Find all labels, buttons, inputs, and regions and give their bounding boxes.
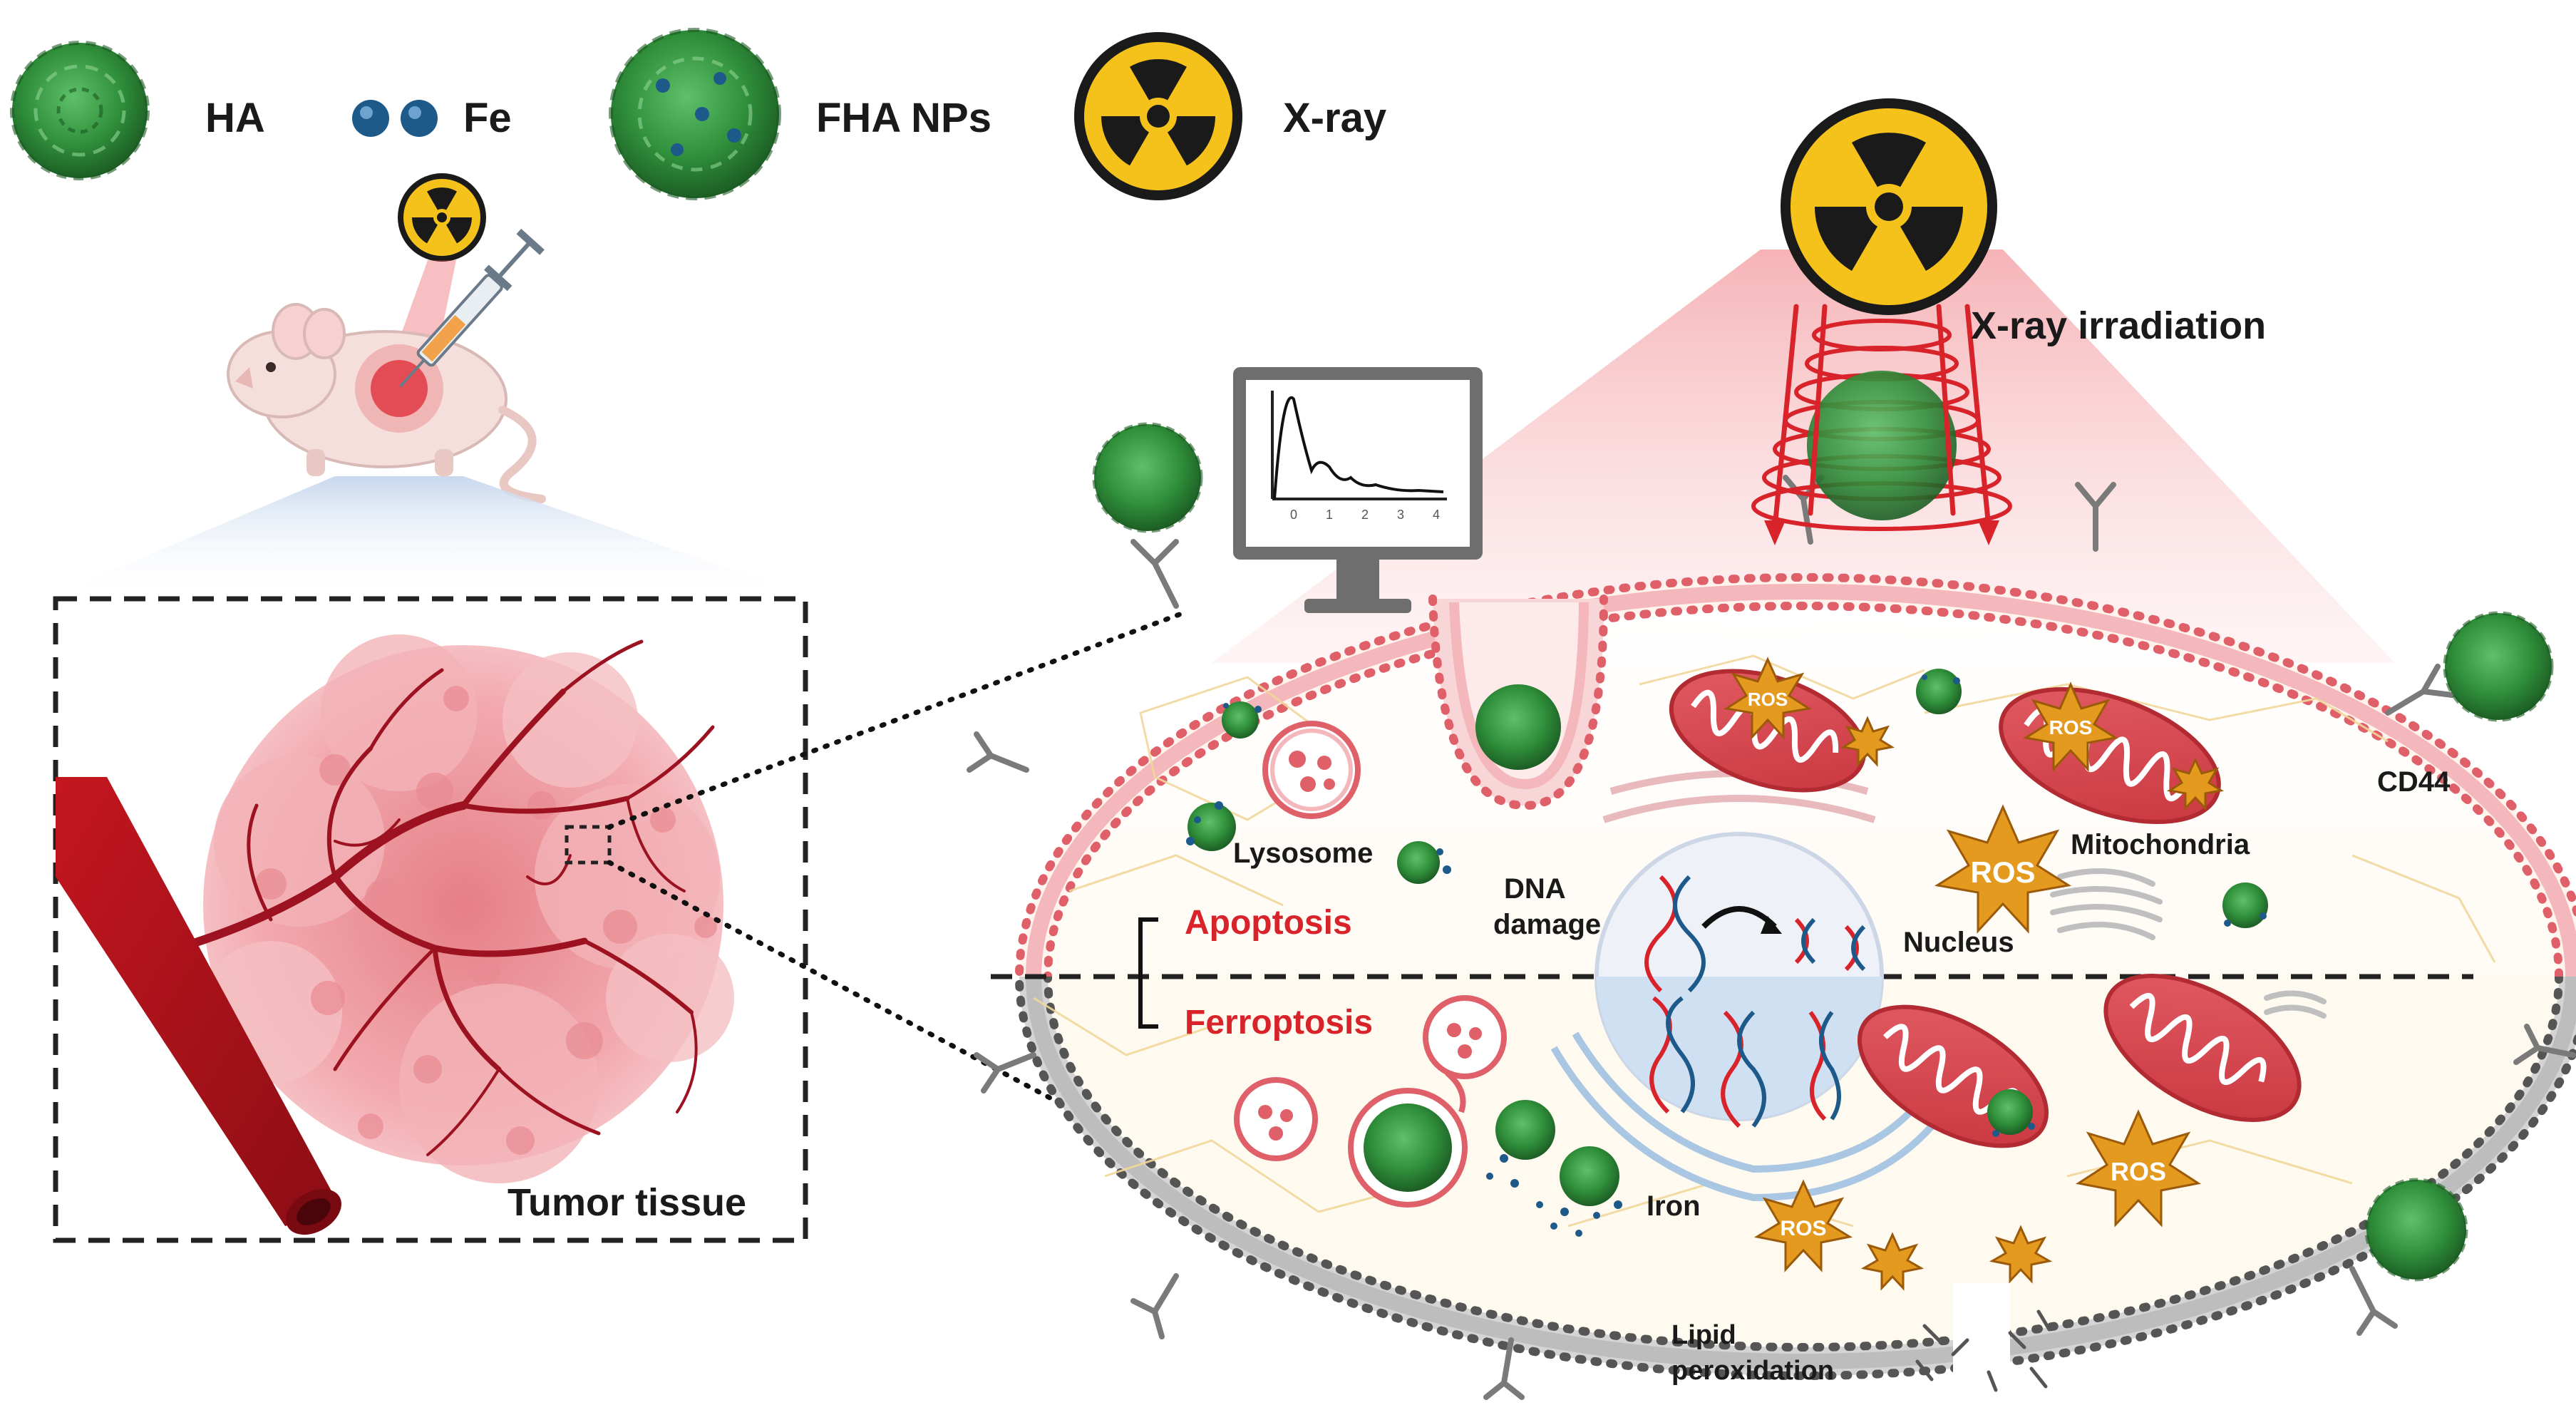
irradiation-cone	[1212, 249, 2395, 663]
cell-labels: CD44 Lysosome Mitochondria DNA damage Nu…	[1185, 766, 2451, 1386]
xray-beam-arrowheads	[1764, 520, 1999, 545]
tumor-frame	[53, 596, 808, 1243]
lipid-label-line2: peroxidation	[1671, 1356, 1834, 1386]
lysosome	[1262, 721, 1361, 819]
xray-irradiation-label: X-ray irradiation	[1971, 304, 2266, 347]
irradiated-fha-np	[1807, 371, 1957, 520]
xray-legend-label: X-ray	[1283, 95, 1386, 141]
monitor-tick-2: 2	[1361, 508, 1369, 522]
cd44-receptors	[967, 475, 2576, 1400]
mouse-panel	[53, 173, 805, 595]
lysosome-lower	[1234, 995, 1507, 1208]
cd44-label: CD44	[2377, 766, 2451, 798]
iron-label: Iron	[1647, 1190, 1701, 1222]
fe-legend-label: Fe	[463, 95, 512, 141]
tumor-cell: ROS ROS ROS ROS ROS	[967, 98, 2576, 1400]
iron-particles	[1186, 674, 2267, 1237]
large-blood-vessel	[56, 777, 341, 1235]
ros-bursts	[1723, 657, 2224, 1291]
fha-nps-legend-icon	[609, 28, 781, 200]
extracellular-fha-nps	[1092, 422, 2554, 1282]
ros-labels: ROS ROS ROS ROS ROS	[1748, 689, 2166, 1240]
xray-legend-icon	[1074, 32, 1242, 200]
lipid-label-line1: Lipid	[1671, 1320, 1736, 1350]
large-xray-icon	[1781, 98, 1997, 315]
small-xray-icon	[398, 173, 486, 262]
blood-vessel-branches	[174, 639, 715, 1156]
apoptosis-label: Apoptosis	[1185, 904, 1352, 942]
fha-nps-legend-label: FHA NPs	[816, 95, 991, 141]
syringe-icon	[399, 228, 545, 388]
zoom-projection	[53, 476, 805, 595]
dna-damage-label-line2: damage	[1493, 909, 1601, 940]
mouse-icon	[227, 303, 546, 503]
zoom-dotted-lines	[607, 610, 1186, 1172]
svg-text:ROS: ROS	[2111, 1157, 2166, 1186]
monitor-tick-0: 0	[1290, 508, 1297, 522]
svg-text:ROS: ROS	[2049, 716, 2093, 738]
fe-legend-icon	[352, 100, 438, 137]
tumor-tissue-panel: Tumor tissue	[53, 596, 808, 1243]
svg-text:ROS: ROS	[1780, 1217, 1826, 1240]
svg-text:ROS: ROS	[1970, 855, 2035, 889]
dna-arrow-head	[1761, 916, 1782, 934]
dna-damage-label-line1: DNA	[1504, 873, 1566, 905]
ha-legend-label: HA	[205, 95, 265, 141]
mitochondria-label: Mitochondria	[2071, 829, 2250, 860]
tumor-tissue-label: Tumor tissue	[508, 1181, 746, 1224]
monitor-tick-3: 3	[1397, 508, 1404, 522]
ha-legend-icon	[10, 41, 150, 180]
outcome-bracket	[1138, 917, 1158, 1029]
lipid-fragments	[1915, 1309, 2051, 1392]
nucleus-label: Nucleus	[1903, 927, 2014, 958]
legend: HA Fe FHA NPs X-ray	[10, 28, 1386, 200]
ferroptosis-label: Ferroptosis	[1185, 1004, 1373, 1041]
monitor-icon: 0 1 2 3 4	[1233, 367, 1483, 613]
xray-beam-arrows	[1772, 304, 1992, 530]
svg-text:ROS: ROS	[1748, 689, 1788, 710]
membrane-rupture	[1953, 1283, 2010, 1383]
monitor-tick-4: 4	[1433, 508, 1440, 522]
lysosome-label: Lysosome	[1233, 838, 1373, 869]
intracellular-fha-nps	[1187, 669, 2268, 1206]
endocytosis-pit	[1428, 595, 1608, 810]
monitor-tick-1: 1	[1326, 508, 1333, 522]
dna-strands	[1644, 875, 1866, 1128]
golgi-apparatus	[2050, 868, 2327, 1019]
